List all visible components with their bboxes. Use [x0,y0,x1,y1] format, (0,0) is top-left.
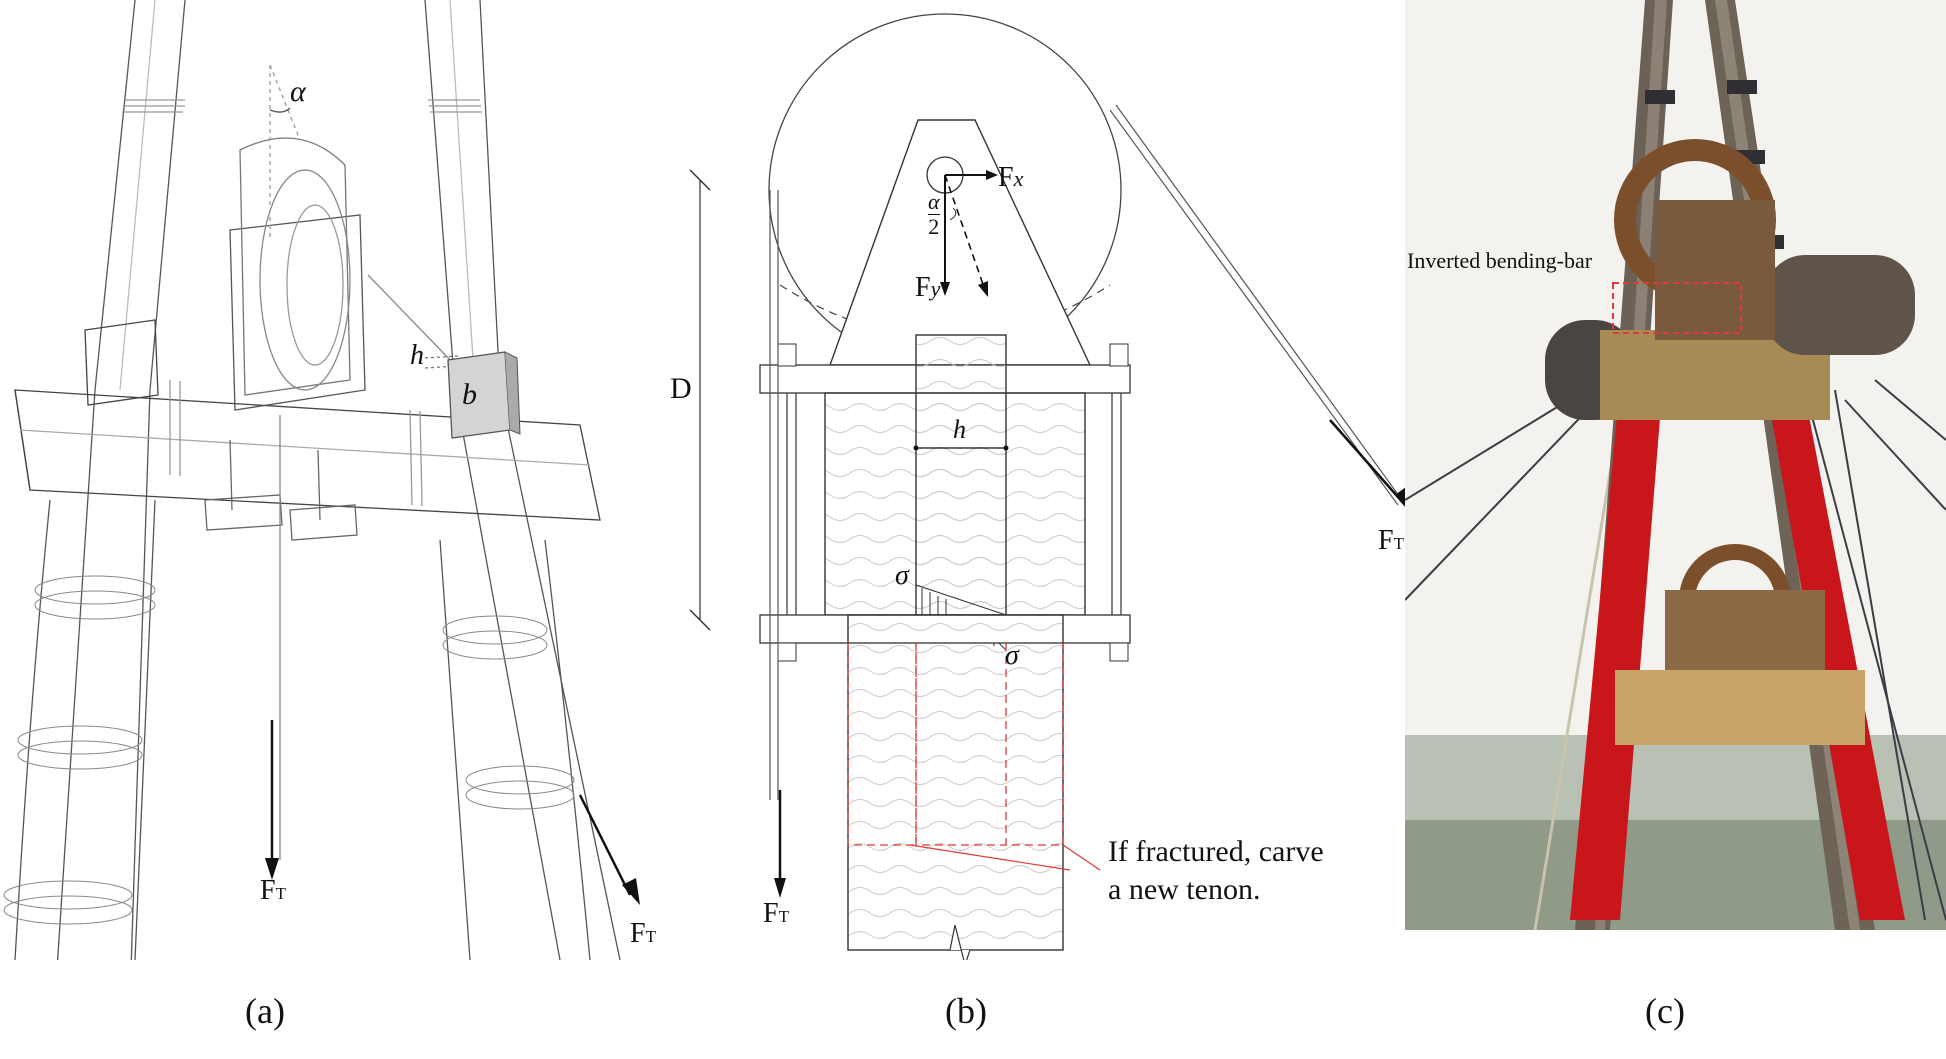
b-label: b [462,378,477,411]
lower-log [1615,670,1865,745]
h-label-b: h [953,415,966,444]
force-label-inclined: FT [630,918,656,949]
new-tenon-outline [847,643,1064,846]
inverted-bending-bar-label: Inverted bending-bar [1405,248,1595,274]
panel-b-drawing [689,13,1410,960]
panel-c: Inverted bending-bar (c) [1405,0,1946,1059]
column [847,614,1064,951]
bracket [829,119,1092,366]
left-pole-edge-outer [56,0,136,960]
ft-left-label: FT [763,898,789,929]
panel-a-drawing [3,0,640,960]
tenon-block-b [447,351,511,439]
annotation-box [1612,282,1742,334]
sigma-top-label: σ [895,560,909,591]
fx-label: Fx [998,162,1024,193]
alpha-half-label: α 2 [928,189,940,239]
panel-b: Fx Fy α 2 D h σ σ FT FT If fractured, ca… [650,0,1410,1059]
derrick-photo [1405,0,1946,960]
ft-arrow-right [1329,419,1406,506]
red-bar-left [1570,330,1667,920]
right-pole-edge-outer [424,0,561,960]
fy-label: Fy [915,272,941,303]
left-pole-edge-inner [130,0,186,960]
force-arrow-inclined [578,794,632,896]
sheave-wheel [239,137,351,396]
sigma-bottom-label: σ [1005,640,1019,671]
force-label-vertical: FT [260,875,286,906]
right-pole-edge-inner [479,0,621,960]
red-bar-right [1750,290,1905,920]
D-label: D [670,372,692,405]
caption-c: (c) [1645,991,1685,1031]
ft-right-label: FT [1378,525,1404,556]
fracture-note: If fractured, carve a new tenon. [1108,835,1324,906]
panel-a: α h b FT FT (a) [0,0,656,1059]
caption-b: (b) [945,991,987,1031]
caption-a: (a) [245,991,285,1031]
h-label: h [410,340,424,371]
tenon [915,334,1007,616]
alpha-label: α [290,75,306,108]
